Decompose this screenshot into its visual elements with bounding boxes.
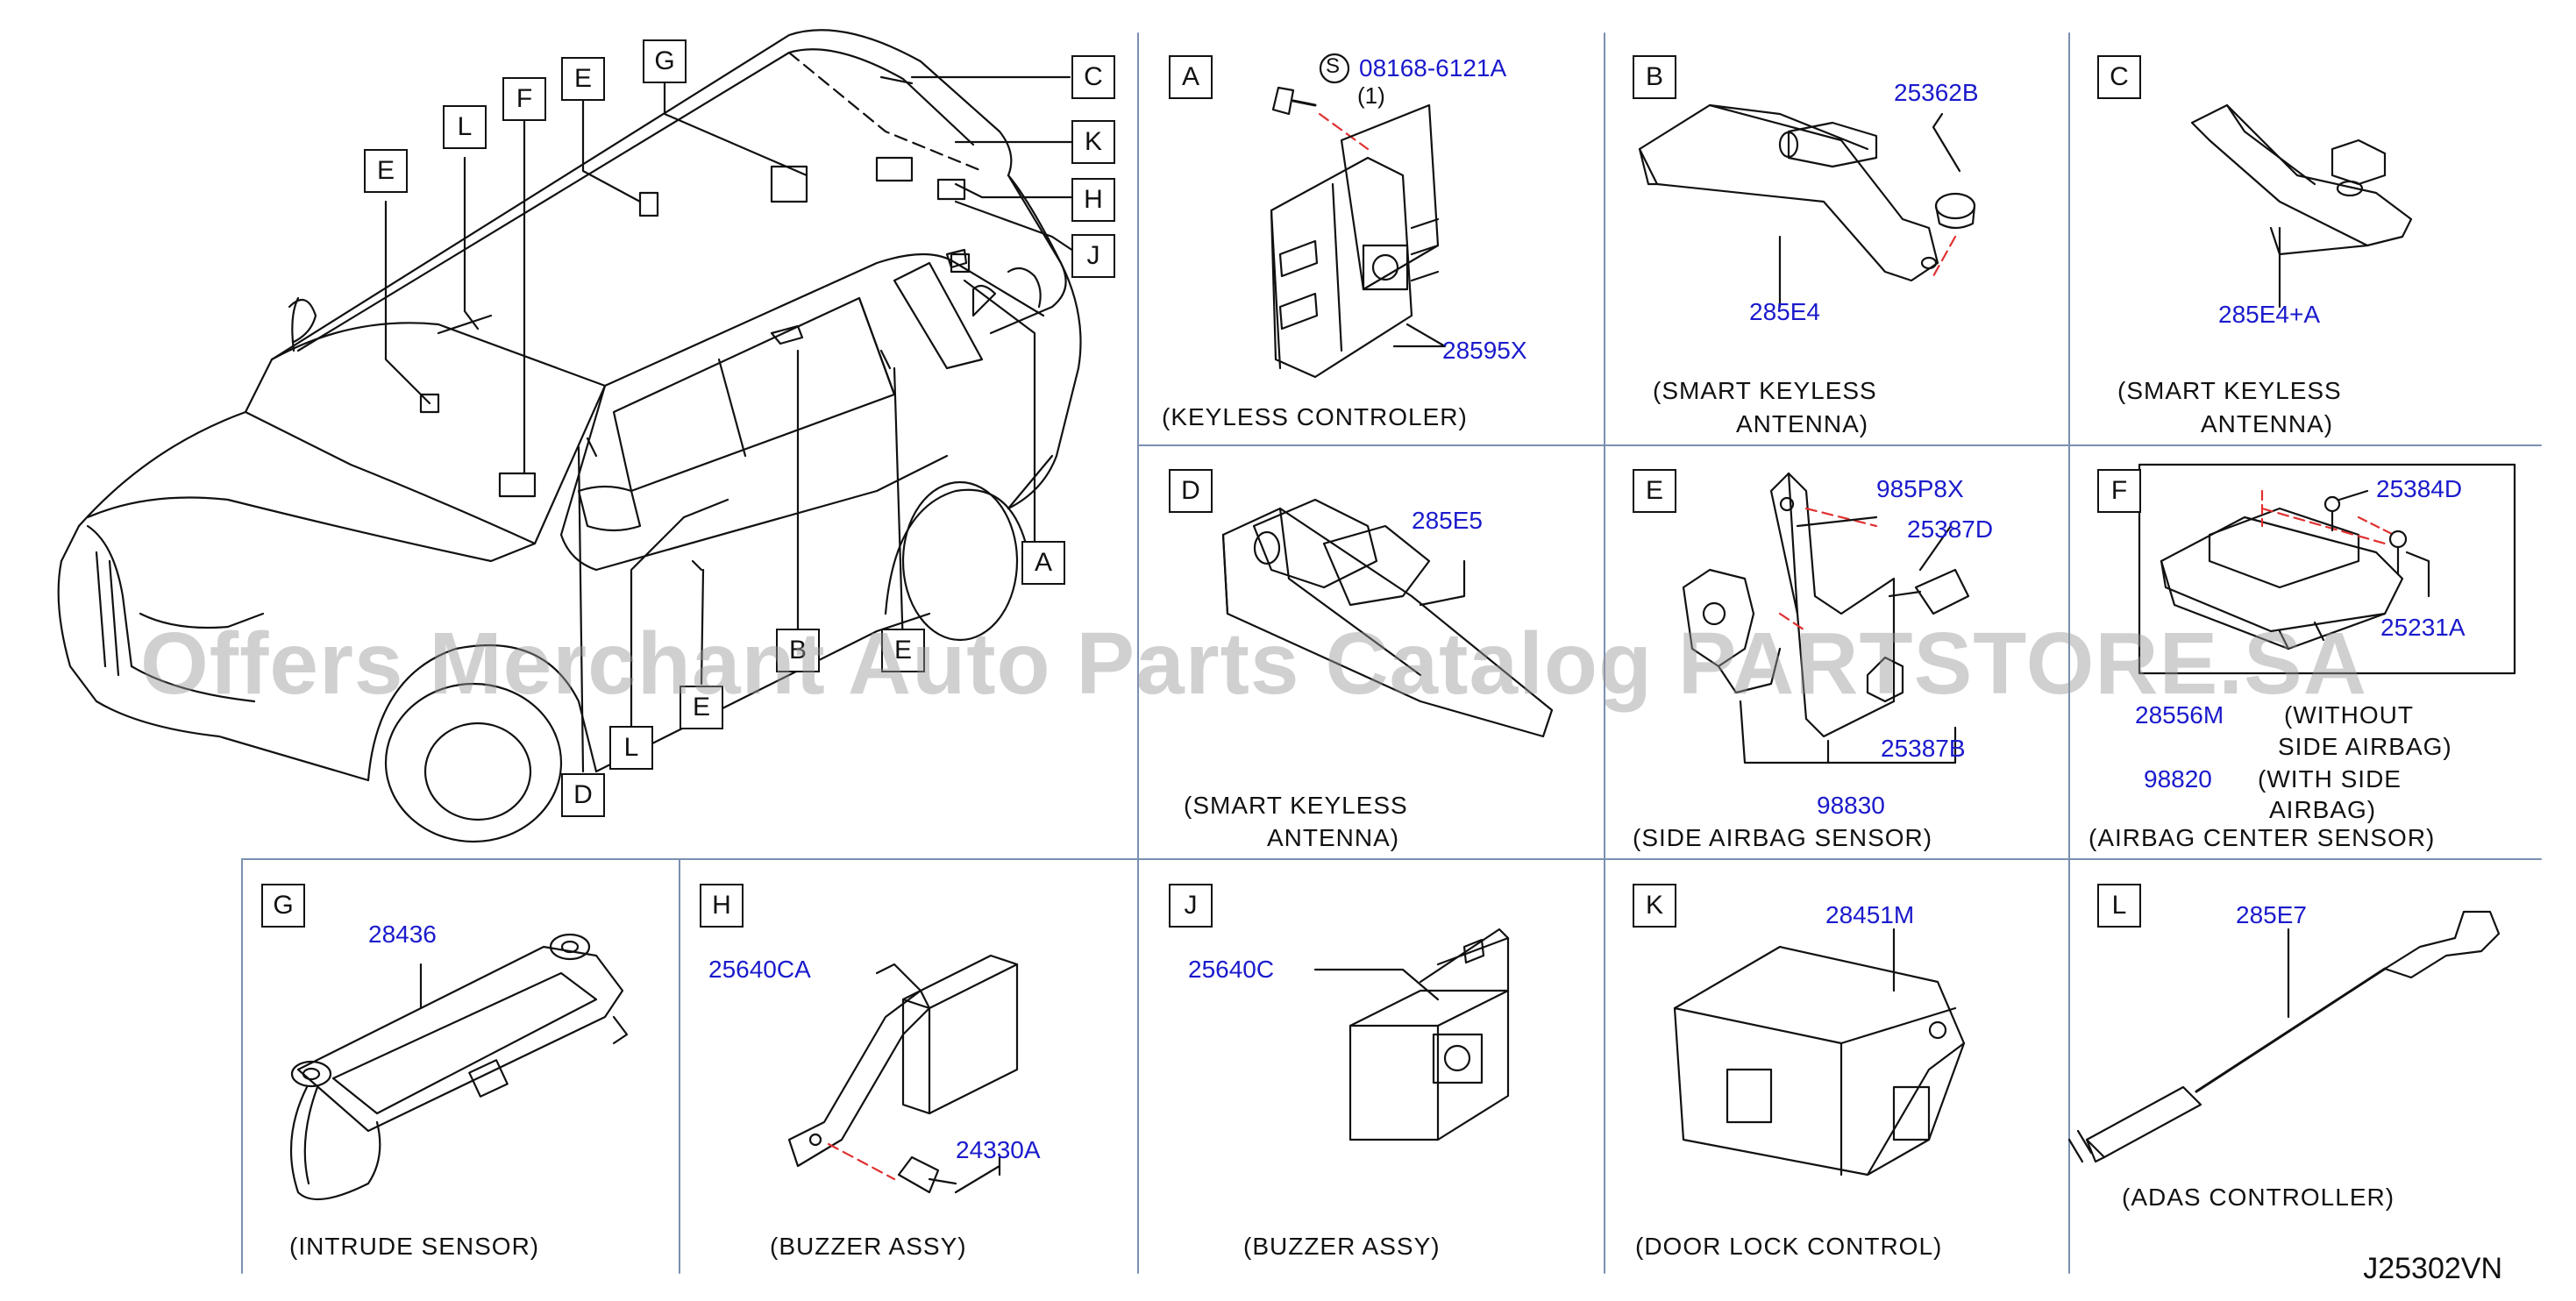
panel-b-art xyxy=(1638,103,1976,309)
part-number-98830[interactable]: 98830 xyxy=(1817,792,1885,819)
note-with-1: (WITH SIDE xyxy=(2258,765,2402,793)
part-number-285e7[interactable]: 285E7 xyxy=(2236,901,2307,928)
caption-airbag-center-sensor: (AIRBAG CENTER SENSOR) xyxy=(2089,824,2436,851)
part-number-24330a[interactable]: 24330A xyxy=(956,1136,1041,1163)
part-number-285e4-a[interactable]: 285E4+A xyxy=(2218,301,2320,328)
panel-h-art xyxy=(787,954,1019,1194)
caption-keyless-controler: (KEYLESS CONTROLER) xyxy=(1162,403,1468,430)
panel-k-letter[interactable]: K xyxy=(1633,884,1676,928)
caption-intrude-sensor: (INTRUDE SENSOR) xyxy=(289,1233,540,1260)
car-callout-g[interactable]: G xyxy=(643,39,687,83)
panel-d-art xyxy=(1221,498,1554,738)
part-number-25387b[interactable]: 25387B xyxy=(1881,735,1966,762)
part-number-285e4[interactable]: 285E4 xyxy=(1749,298,1820,325)
car-callout-a[interactable]: A xyxy=(1021,541,1065,585)
part-number-25640c[interactable]: 25640C xyxy=(1188,956,1275,983)
part-number-98820[interactable]: 98820 xyxy=(2144,765,2212,793)
car-callout-k[interactable]: K xyxy=(1071,120,1115,164)
caption-buzzer-assy-h: (BUZZER ASSY) xyxy=(770,1233,967,1260)
panel-c-art xyxy=(2190,103,2413,309)
part-number-25387d[interactable]: 25387D xyxy=(1907,515,1994,543)
part-number-28436[interactable]: 28436 xyxy=(368,921,437,948)
panel-b-letter[interactable]: B xyxy=(1633,55,1676,99)
vehicle-outline xyxy=(57,29,1082,843)
panel-c-letter[interactable]: C xyxy=(2097,55,2141,99)
part-number-985p8x[interactable]: 985P8X xyxy=(1876,475,1964,502)
panel-g-art xyxy=(289,933,629,1201)
part-number-25640ca[interactable]: 25640CA xyxy=(708,956,811,983)
caption-smart-keyless-b-2: ANTENNA) xyxy=(1736,410,1869,437)
part-number-25384d[interactable]: 25384D xyxy=(2376,475,2463,502)
car-callout-l-1[interactable]: L xyxy=(443,105,487,149)
quantity-label: (1) xyxy=(1357,82,1385,109)
car-callout-j[interactable]: J xyxy=(1071,234,1115,278)
caption-adas-controller: (ADAS CONTROLLER) xyxy=(2122,1184,2395,1211)
panel-e-letter[interactable]: E xyxy=(1633,469,1676,513)
panel-j-letter[interactable]: J xyxy=(1169,884,1213,928)
part-number-28595x[interactable]: 28595X xyxy=(1442,337,1527,364)
car-callout-e-3[interactable]: E xyxy=(881,629,925,672)
caption-smart-keyless-b-1: (SMART KEYLESS xyxy=(1653,377,1877,404)
car-callout-e-4[interactable]: E xyxy=(680,686,723,729)
part-number-08168-6121a[interactable]: 08168-6121A xyxy=(1359,54,1507,82)
watermark: Offers Merchant Auto Parts Catalog PARTS… xyxy=(140,615,2367,713)
caption-smart-keyless-d-2: ANTENNA) xyxy=(1267,824,1400,851)
caption-smart-keyless-d-1: (SMART KEYLESS xyxy=(1184,792,1408,819)
part-number-28451m[interactable]: 28451M xyxy=(1825,901,1915,928)
car-callout-e-2[interactable]: E xyxy=(561,57,605,101)
panel-g-letter[interactable]: G xyxy=(261,884,305,928)
part-number-25362b[interactable]: 25362B xyxy=(1894,79,1979,106)
panel-l-art xyxy=(2067,910,2501,1163)
car-callout-f[interactable]: F xyxy=(502,77,546,121)
panel-d-letter[interactable]: D xyxy=(1169,469,1213,513)
panel-a-art xyxy=(1270,53,1447,379)
part-number-285e5[interactable]: 285E5 xyxy=(1412,507,1483,534)
panel-j-art xyxy=(1313,928,1510,1141)
car-callout-c[interactable]: C xyxy=(1071,55,1115,99)
part-number-28556m[interactable]: 28556M xyxy=(2135,701,2224,729)
panel-a-letter[interactable]: A xyxy=(1169,55,1213,99)
diagram-code: J25302VN xyxy=(2363,1252,2502,1285)
panel-f-art xyxy=(2138,463,2516,675)
note-without-2: SIDE AIRBAG) xyxy=(2278,733,2452,760)
grid-lines xyxy=(241,32,2542,1274)
caption-smart-keyless-c-1: (SMART KEYLESS xyxy=(2117,377,2342,404)
panel-l-letter[interactable]: L xyxy=(2097,884,2141,928)
caption-side-airbag-sensor: (SIDE AIRBAG SENSOR) xyxy=(1633,824,1933,851)
panel-e-art xyxy=(1682,472,1970,764)
note-with-2: AIRBAG) xyxy=(2269,796,2377,823)
caption-smart-keyless-c-2: ANTENNA) xyxy=(2201,410,2334,437)
panel-k-art xyxy=(1673,928,1966,1177)
part-number-25231a[interactable]: 25231A xyxy=(2380,614,2466,641)
note-without-1: (WITHOUT xyxy=(2284,701,2414,729)
screw-symbol: S xyxy=(1326,54,1341,78)
car-callout-h[interactable]: H xyxy=(1071,178,1115,222)
caption-buzzer-assy-j: (BUZZER ASSY) xyxy=(1243,1233,1441,1260)
car-callout-l-2[interactable]: L xyxy=(609,726,653,770)
car-callout-b[interactable]: B xyxy=(776,629,820,672)
caption-door-lock-control: (DOOR LOCK CONTROL) xyxy=(1635,1233,1943,1260)
panel-f-letter[interactable]: F xyxy=(2097,469,2141,513)
panel-h-letter[interactable]: H xyxy=(700,884,744,928)
car-callout-e-1[interactable]: E xyxy=(364,149,408,193)
car-callout-d[interactable]: D xyxy=(561,773,605,817)
